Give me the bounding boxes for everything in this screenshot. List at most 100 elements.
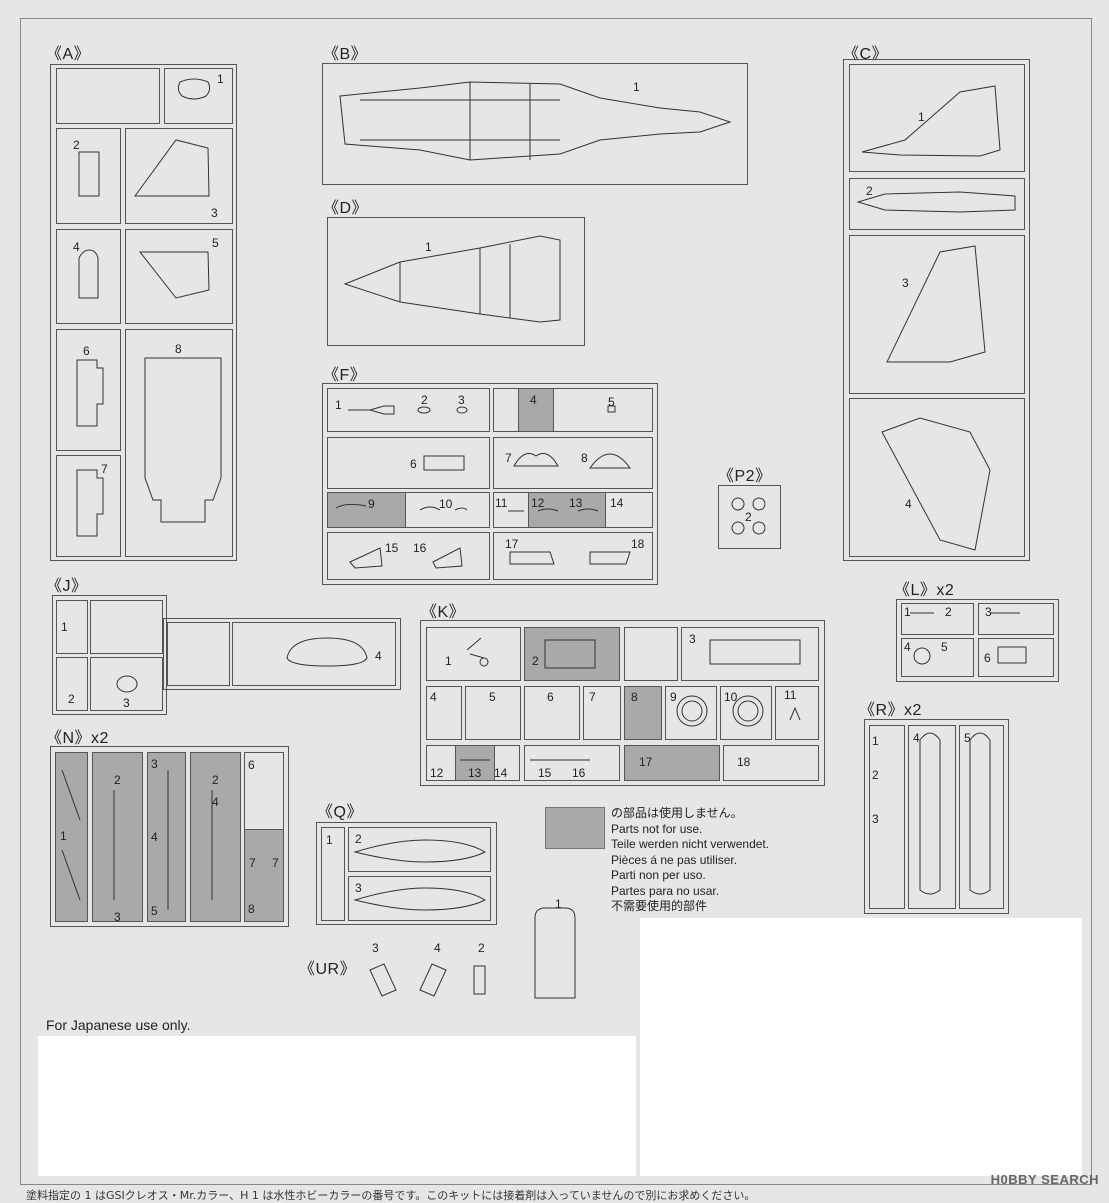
page-border <box>20 18 1092 1185</box>
part-num: 3 <box>689 632 696 646</box>
part-num: 7 <box>101 462 108 476</box>
part-num: 2 <box>421 393 428 407</box>
part-num: 3 <box>902 276 909 290</box>
part-num: 3 <box>151 757 158 771</box>
part-num: 4 <box>73 240 80 254</box>
part-num: 1 <box>217 72 224 86</box>
blank-area-left <box>38 1036 636 1176</box>
part-num: 2 <box>872 768 879 782</box>
legend-line: Teile werden nicht verwendet. <box>611 837 770 851</box>
part-num: 18 <box>737 755 751 769</box>
part-num: 8 <box>175 342 182 356</box>
part-num: 1 <box>633 80 640 94</box>
part-num: 4 <box>905 497 912 511</box>
part-num: 13 <box>569 496 583 510</box>
not-for-use-swatch <box>545 807 605 849</box>
part-num: 1 <box>335 398 342 412</box>
part-num: 4 <box>434 941 441 955</box>
part-num: 2 <box>212 773 219 787</box>
section-label-ur: 《UR》 <box>299 961 357 978</box>
part-num: 2 <box>355 832 362 846</box>
section-label-p2: 《P2》 <box>718 468 772 485</box>
part-num: 17 <box>639 755 653 769</box>
part-num: 7 <box>249 856 256 870</box>
part-num: 6 <box>248 758 255 772</box>
section-label-d: 《D》 <box>323 200 369 217</box>
part-num: 1 <box>61 620 68 634</box>
part-num: 16 <box>572 766 586 780</box>
part-num: 1 <box>445 654 452 668</box>
part-num: 4 <box>430 690 437 704</box>
section-label-q: 《Q》 <box>317 804 363 821</box>
part-num: 2 <box>532 654 539 668</box>
part-num: 15 <box>385 541 399 555</box>
part-num: 14 <box>610 496 624 510</box>
part-num: 7 <box>589 690 596 704</box>
part-num: 3 <box>114 910 121 924</box>
part-num: 3 <box>355 881 362 895</box>
part-num: 8 <box>248 902 255 916</box>
part-num: 5 <box>212 236 219 250</box>
blank-area-right <box>640 918 1082 1176</box>
section-label-a: 《A》 <box>46 46 91 63</box>
part-num: 13 <box>468 766 482 780</box>
part-num: 2 <box>945 605 952 619</box>
part-num: 5 <box>151 904 158 918</box>
part-num: 2 <box>68 692 75 706</box>
part-num: 11 <box>495 496 508 510</box>
section-label-c: 《C》 <box>843 46 889 63</box>
part-num: 6 <box>83 344 90 358</box>
paint-footnote: 塗料指定の 1 はGSIクレオス・Mr.カラー、H 1 は水性ホビーカラーの番号… <box>26 1189 756 1202</box>
part-num: 5 <box>941 640 948 654</box>
legend-line: Parts not for use. <box>611 821 703 836</box>
part-num: 10 <box>724 690 738 704</box>
part-num: 1 <box>872 734 879 748</box>
part-num: 4 <box>151 830 158 844</box>
section-label-f: 《F》 <box>323 367 367 384</box>
part-num: 1 <box>904 605 911 619</box>
part-num: 6 <box>410 457 417 471</box>
legend-line: Pièces á ne pas utiliser. <box>611 852 738 867</box>
part-num: 4 <box>913 731 920 745</box>
part-num: 2 <box>745 510 752 524</box>
part-num: 12 <box>430 766 444 780</box>
legend-line: Partes para no usar. <box>611 883 720 898</box>
part-num: 11 <box>784 688 797 702</box>
part-num: 12 <box>531 496 545 510</box>
part-num: 4 <box>904 640 911 654</box>
legend-line: 不需要使用的部件 <box>611 899 708 913</box>
part-num: 2 <box>114 773 121 787</box>
part-num: 1 <box>60 829 67 843</box>
not-for-use-legend: の部品は使用しません。 Parts not for use. Teile wer… <box>611 806 769 915</box>
section-label-k: 《K》 <box>421 604 466 621</box>
part-num: 16 <box>413 541 427 555</box>
section-label-j: 《J》 <box>46 578 88 595</box>
part-num: 3 <box>985 605 992 619</box>
part-num: 4 <box>375 649 382 663</box>
part-num: 14 <box>494 766 508 780</box>
part-num: 9 <box>368 497 375 511</box>
japanese-use-note: For Japanese use only. <box>46 1017 191 1033</box>
part-num: 6 <box>984 651 991 665</box>
part-num: 1 <box>555 897 562 911</box>
part-num: 3 <box>372 941 379 955</box>
part-num: 1 <box>326 833 333 847</box>
part-num: 9 <box>670 690 677 704</box>
part-num: 10 <box>439 497 453 511</box>
part-num: 7 <box>272 856 279 870</box>
legend-line: Parti non per uso. <box>611 868 706 882</box>
part-num: 8 <box>631 690 638 704</box>
part-num: 7 <box>505 451 512 465</box>
section-label-n: 《N》x2 <box>46 730 109 747</box>
watermark: H0BBY SEARCH <box>990 1172 1099 1187</box>
part-num: 8 <box>581 451 588 465</box>
part-num: 5 <box>964 731 971 745</box>
part-num: 5 <box>489 690 496 704</box>
part-num: 2 <box>478 941 485 955</box>
part-num: 4 <box>530 393 537 407</box>
part-num: 2 <box>866 184 873 198</box>
section-label-l: 《L》x2 <box>894 582 955 599</box>
section-label-r: 《R》x2 <box>859 702 922 719</box>
